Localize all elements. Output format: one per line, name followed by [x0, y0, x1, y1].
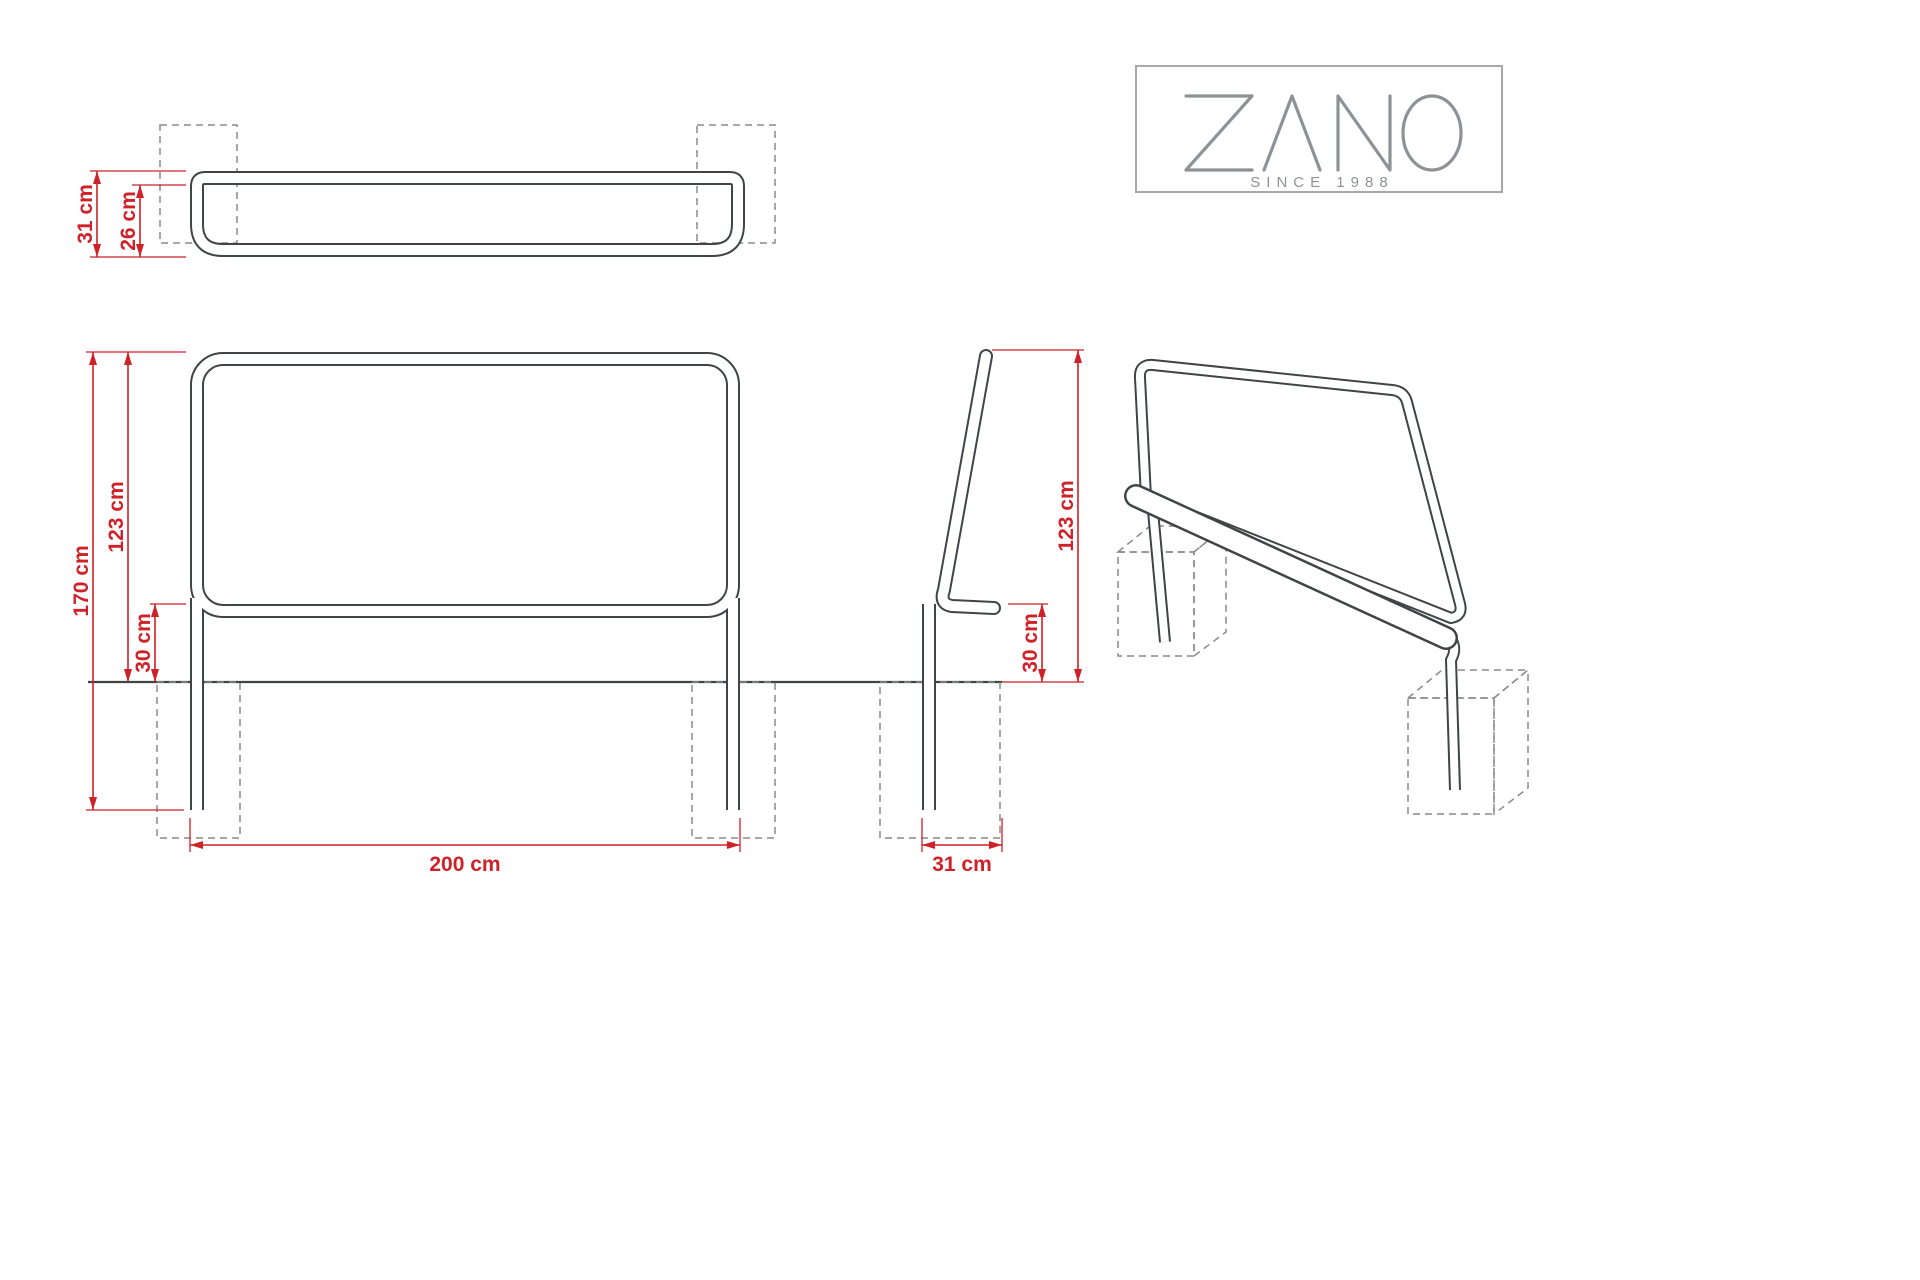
arrowhead — [190, 841, 203, 849]
arrowhead — [151, 604, 159, 617]
dimension-label: 123 cm — [105, 481, 128, 552]
dimension-top-seat-depth: 26 cm — [117, 184, 186, 257]
arrowhead — [1074, 350, 1082, 363]
logo-tagline: SINCE 1988 — [1250, 174, 1393, 191]
dimension-label: 31 cm — [74, 184, 97, 244]
dimension-front-height-above-ground: 123 cm — [105, 352, 132, 682]
dimension-label: 26 cm — [117, 191, 140, 251]
dimension-side-seat-height: 30 cm — [1008, 603, 1048, 682]
frame-and-seat-tube-inner — [192, 354, 738, 616]
arrowhead — [1038, 604, 1046, 617]
arrowhead — [89, 797, 97, 810]
dimension-side-height-above-ground: 123 cm — [992, 349, 1084, 683]
zano-logo: SINCE 1988 — [1135, 65, 1503, 193]
dimension-label: 31 cm — [932, 853, 992, 876]
dimension-label: 30 cm — [132, 613, 155, 673]
letter-z — [1184, 94, 1254, 172]
arrowhead — [136, 185, 144, 198]
arrowhead — [1074, 669, 1082, 682]
arrowhead — [124, 352, 132, 365]
block-side-face — [1493, 668, 1529, 816]
arrowhead — [1038, 669, 1046, 682]
dimension-label: 200 cm — [429, 853, 500, 876]
letter-n — [1336, 94, 1392, 172]
left-leg-tube-3d-inner — [1148, 499, 1169, 643]
dimension-front-seat-height: 30 cm — [132, 603, 186, 682]
arrowhead — [922, 841, 935, 849]
foundation-block-3d — [1115, 524, 1229, 658]
dimension-label: 123 cm — [1055, 480, 1078, 551]
frame-tube-3d-inner — [1135, 360, 1465, 622]
bench-top-outline-inner — [192, 173, 743, 255]
arrowhead — [93, 244, 101, 257]
perspective-view — [1115, 358, 1531, 816]
backrest-and-seat-tube-inner — [937, 351, 999, 613]
dimension-label: 170 cm — [70, 545, 93, 616]
logo-border-box — [1135, 65, 1503, 193]
arrowhead — [727, 841, 740, 849]
front-view: 170 cm 123 cm 30 cm 200 cm — [70, 351, 776, 876]
letter-a — [1262, 94, 1322, 172]
arrowhead — [124, 669, 132, 682]
dimension-side-depth: 31 cm — [921, 818, 1003, 876]
arrowhead — [989, 841, 1002, 849]
dimension-top-depth-total: 31 cm — [74, 170, 186, 258]
arrowhead — [136, 244, 144, 257]
foundation-block-outline — [879, 681, 1001, 839]
dimension-label: 30 cm — [1019, 613, 1042, 673]
frame-and-seat-tube — [190, 352, 740, 618]
arrowhead — [89, 352, 97, 365]
block-top-face — [1115, 525, 1229, 553]
block-top-face — [1405, 669, 1531, 699]
bench-top-outline — [190, 171, 745, 257]
letter-o — [1401, 94, 1463, 172]
dimension-front-total-height: 170 cm — [70, 351, 186, 811]
side-view: 123 cm 30 cm 31 cm — [879, 349, 1084, 876]
arrowhead — [93, 171, 101, 184]
top-view: 31 cm 26 cm — [74, 124, 776, 258]
arrowhead — [151, 669, 159, 682]
foundation-block-3d — [1405, 668, 1531, 816]
dimension-front-width: 200 cm — [189, 818, 741, 876]
seat-plank-3d-inner — [1126, 486, 1456, 648]
zano-logo-letters — [1184, 94, 1463, 172]
